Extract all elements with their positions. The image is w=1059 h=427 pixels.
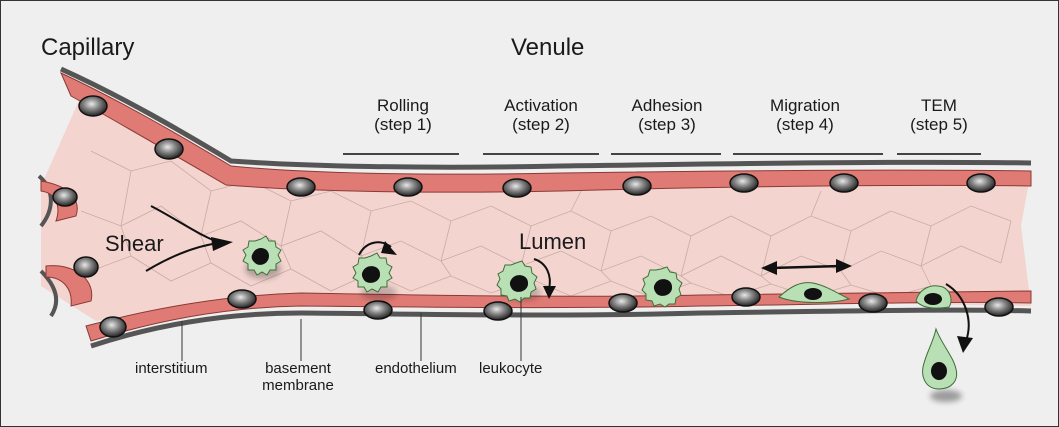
interstitium-label: interstitium — [135, 361, 208, 378]
step-rolling-name: Rolling — [363, 97, 443, 116]
leukocyte-label: leukocyte — [479, 361, 542, 378]
step-activation-name: Activation — [491, 97, 591, 116]
step-migration-name: Migration — [757, 97, 853, 116]
step-rolling: Rolling (step 1) — [363, 97, 443, 134]
step-migration: Migration (step 4) — [757, 97, 853, 134]
step-adhesion: Adhesion (step 3) — [619, 97, 715, 134]
step-activation-sub: (step 2) — [491, 116, 591, 135]
step-tem-sub: (step 5) — [899, 116, 979, 135]
step-tem-name: TEM — [899, 97, 979, 116]
lumen-label: Lumen — [519, 230, 586, 254]
step-tem: TEM (step 5) — [899, 97, 979, 134]
step-adhesion-sub: (step 3) — [619, 116, 715, 135]
basement-membrane-line1: basement — [249, 361, 347, 378]
step-activation: Activation (step 2) — [491, 97, 591, 134]
leukocyte-extravasated — [923, 329, 957, 389]
venule-title: Venule — [511, 35, 584, 61]
basement-membrane-label: basement membrane — [249, 361, 347, 394]
endothelium-label: endothelium — [375, 361, 457, 378]
basement-membrane-line2: membrane — [249, 378, 347, 395]
step-adhesion-name: Adhesion — [619, 97, 715, 116]
capillary-title: Capillary — [41, 35, 134, 61]
shear-label: Shear — [105, 232, 164, 256]
step-rolling-sub: (step 1) — [363, 116, 443, 135]
step-migration-sub: (step 4) — [757, 116, 853, 135]
basement-membrane-bottom — [91, 310, 1031, 346]
